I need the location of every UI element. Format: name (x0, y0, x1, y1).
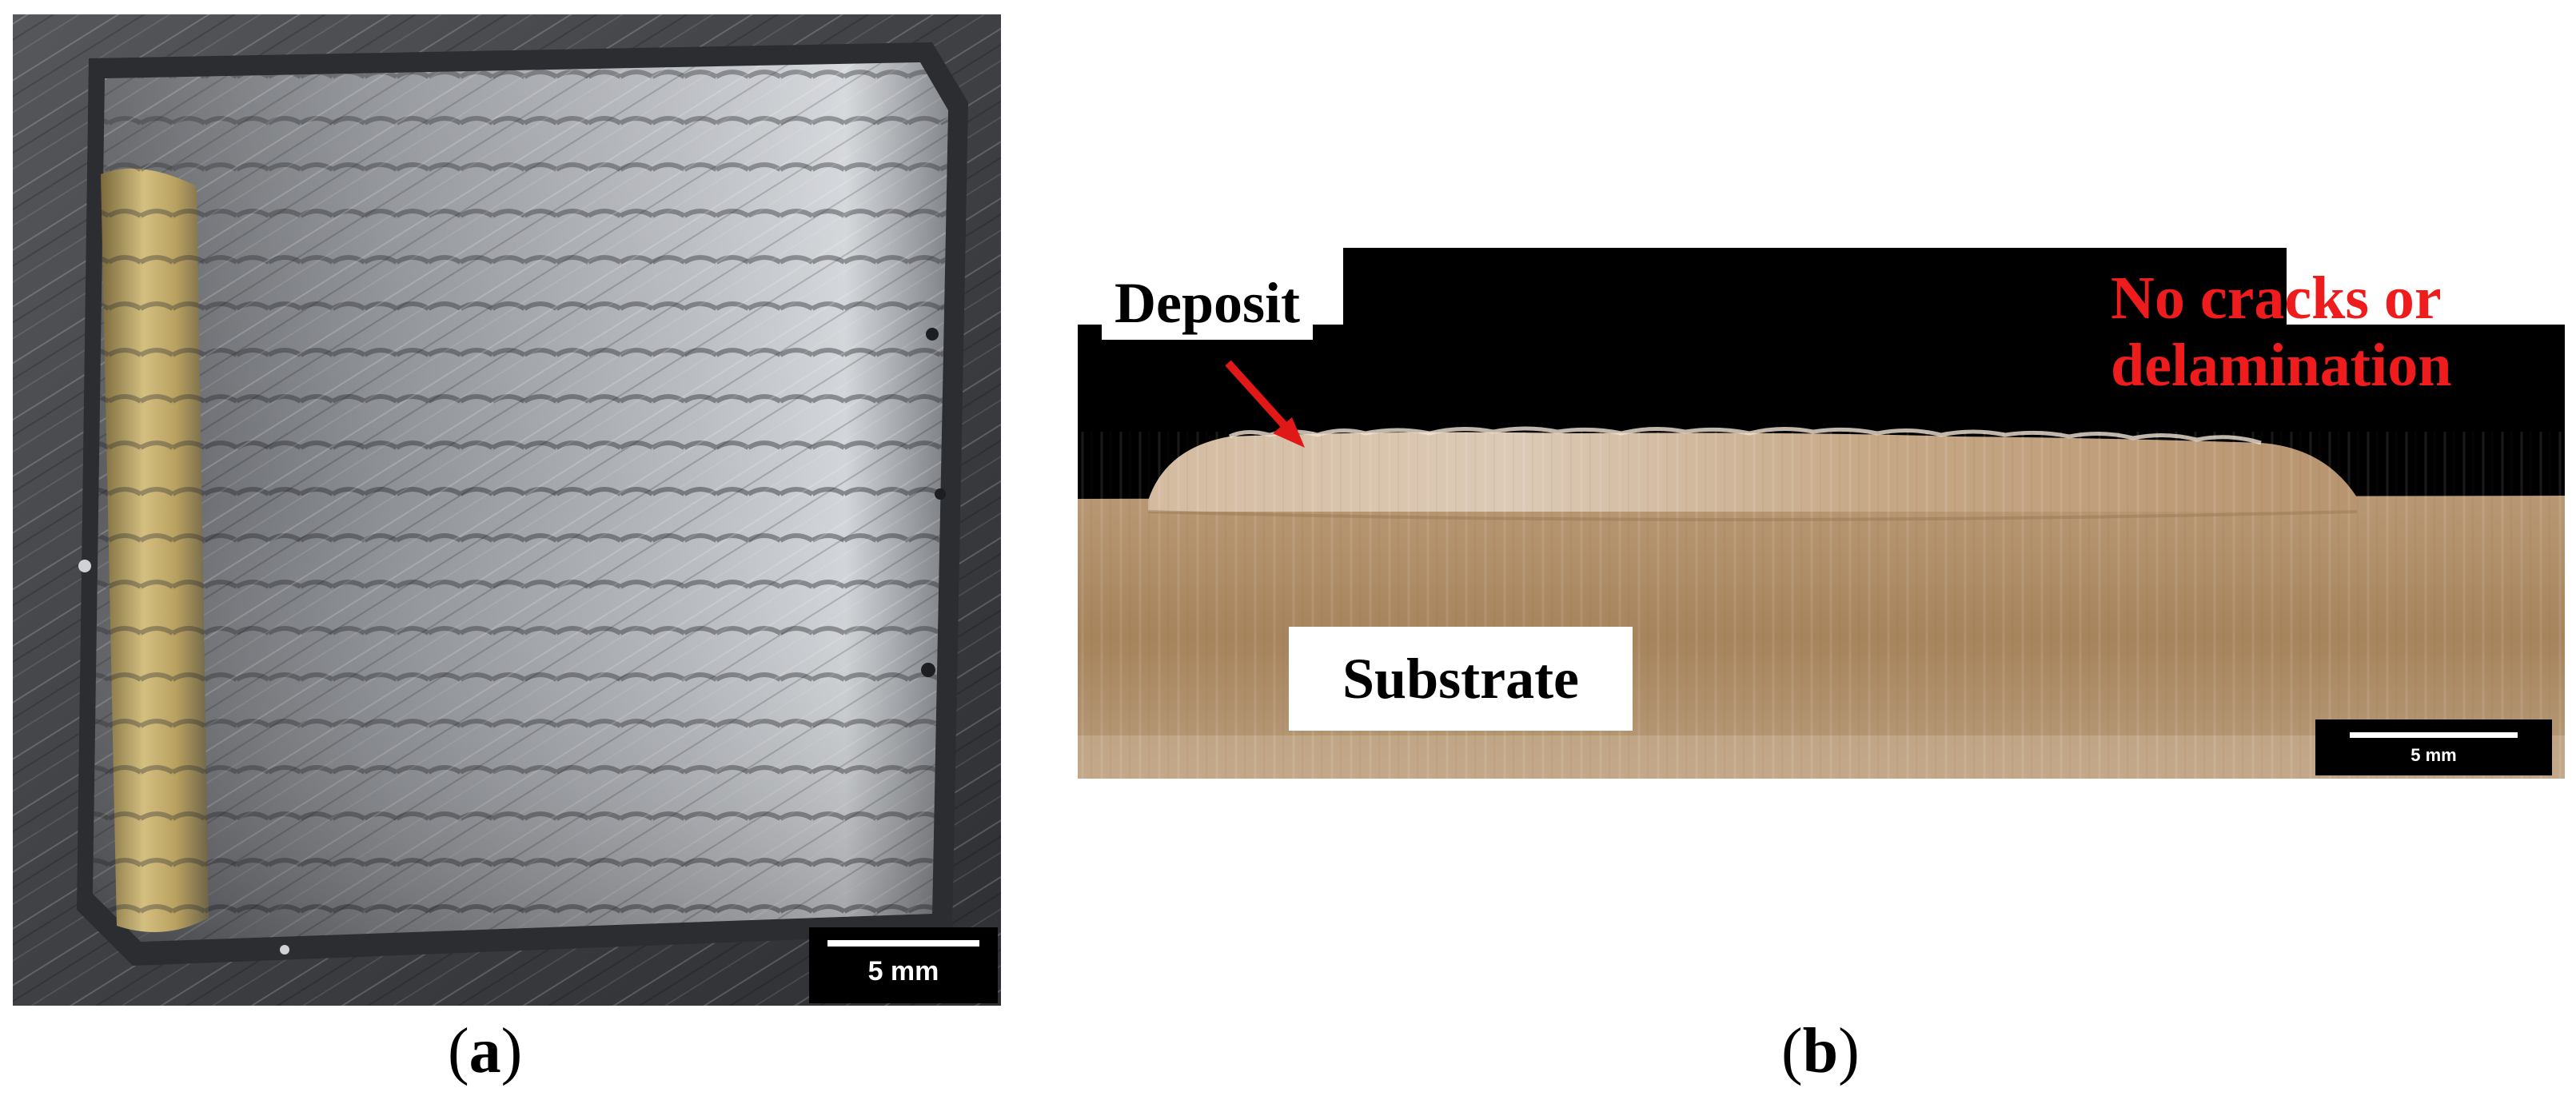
scale-bar-line (827, 940, 979, 947)
arrow-line (1225, 360, 1290, 432)
caption-open: ( (1781, 1016, 1803, 1086)
label-substrate: Substrate (1289, 627, 1633, 731)
deposit-top-view-image (13, 14, 1001, 1006)
scale-bar: 5 mm (2315, 719, 2552, 775)
label-no-cracks-note: No cracks or delamination (2111, 265, 2526, 399)
scale-bar-label: 5 mm (2411, 745, 2457, 765)
caption-a: (a) (448, 1015, 522, 1088)
caption-letter: b (1802, 1016, 1839, 1086)
photo-top-view: 5 mm (13, 14, 1001, 1006)
caption-letter: a (469, 1016, 501, 1086)
caption-close: ) (500, 1016, 523, 1086)
label-deposit: Deposit (1102, 267, 1313, 341)
scale-bar: 5 mm (809, 927, 998, 1003)
caption-b: (b) (1781, 1015, 1860, 1088)
note-line-2: delamination (2111, 331, 2452, 399)
scale-bar-line (2350, 732, 2518, 738)
scale-bar-label: 5 mm (867, 956, 939, 986)
caption-close: ) (1838, 1016, 1860, 1086)
note-line-1: No cracks or (2111, 265, 2442, 332)
arrow-head (1273, 417, 1305, 448)
caption-open: ( (448, 1016, 469, 1086)
photo-cross-section: Deposit Substrate No cracks or delaminat… (1078, 248, 2565, 779)
